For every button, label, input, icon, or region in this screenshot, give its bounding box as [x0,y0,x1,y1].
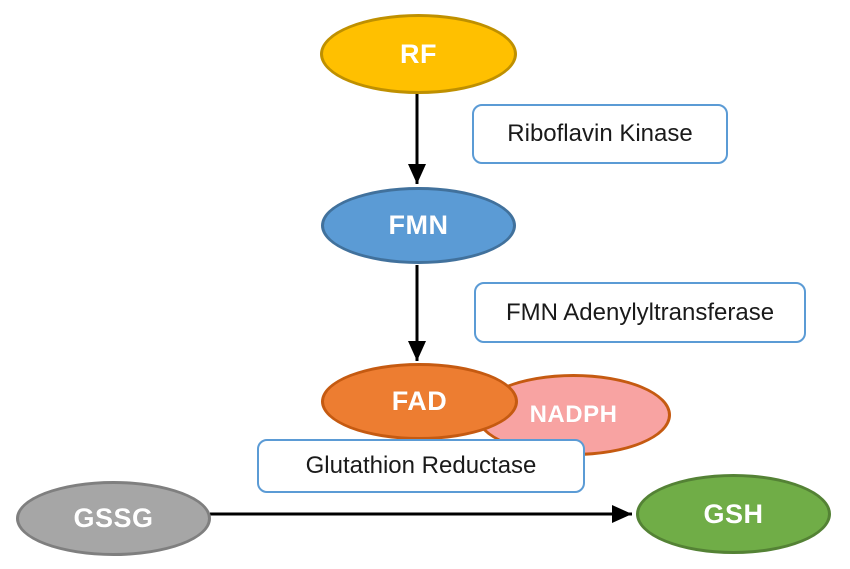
enzyme-box-glutathion-reductase: Glutathion Reductase [257,439,585,493]
enzyme-box-riboflavin-kinase: Riboflavin Kinase [472,104,728,164]
enzyme-fmn-adenylyltransferase-label: FMN Adenylyltransferase [505,298,775,326]
node-fmn: FMN [321,187,516,264]
enzyme-riboflavin-kinase-label: Riboflavin Kinase [507,120,693,147]
node-nadph-label: NADPH [529,401,618,428]
enzyme-glutathion-reductase-label: Glutathion Reductase [305,452,537,479]
enzyme-box-fmn-adenylyltransferase: FMN Adenylyltransferase [474,282,806,343]
node-gsh-label: GSH [703,498,764,529]
node-gssg: GSSG [16,481,211,556]
node-gssg-label: GSSG [73,503,154,533]
node-rf: RF [320,14,517,94]
node-fad: FAD [321,363,518,440]
node-rf-label: RF [400,38,437,69]
node-fmn-label: FMN [388,210,449,240]
node-fad-label: FAD [391,386,448,416]
node-gsh: GSH [636,474,831,554]
